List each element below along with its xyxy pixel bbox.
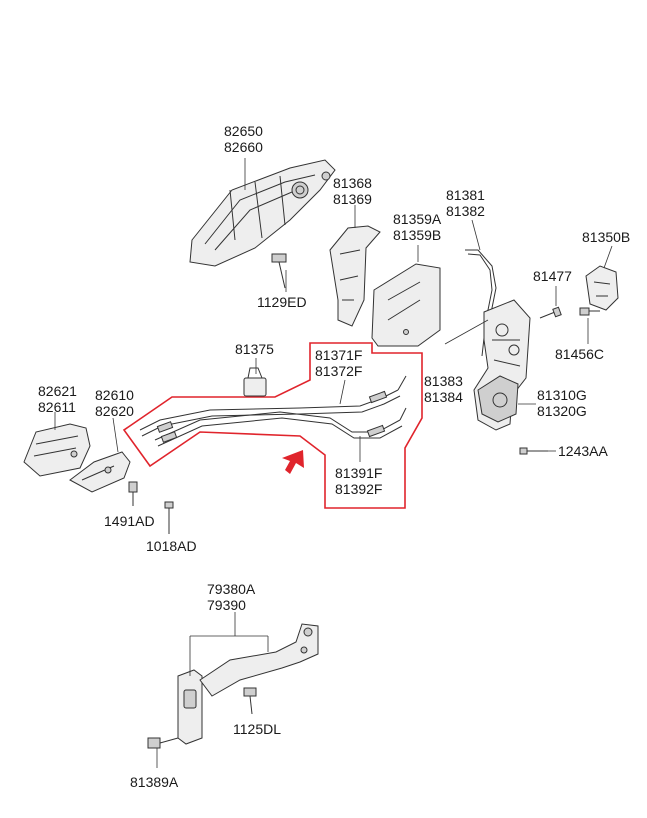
- label-1018ad: 1018AD: [146, 538, 197, 554]
- inside-door-handle: [69, 451, 131, 493]
- cable-clip: [243, 367, 267, 397]
- label-1125dl: 1125DL: [233, 721, 281, 737]
- label-81477: 81477: [533, 268, 572, 284]
- striker-bracket: [585, 265, 619, 311]
- bolt-81389a-icon: [147, 737, 179, 749]
- label-81456c: 81456C: [555, 346, 604, 362]
- label-81389a: 81389A: [130, 774, 179, 790]
- cable-group-highlight: [122, 342, 423, 509]
- screw-81477-icon: [539, 306, 562, 319]
- handle-bracket: [329, 225, 381, 327]
- label-1243aa: 1243AA: [558, 443, 608, 459]
- outside-door-handle: [189, 159, 336, 267]
- label-1491ad: 1491AD: [104, 513, 155, 529]
- label-1129ed: 1129ED: [257, 294, 307, 310]
- door-cables: [139, 375, 407, 447]
- screw-81456c-icon: [579, 307, 600, 316]
- bolt-1125dl-icon: [243, 687, 257, 715]
- direction-arrow-icon: [282, 450, 304, 474]
- actuator-cover: [371, 263, 441, 347]
- label-81350b: 81350B: [582, 229, 630, 245]
- screw-1243aa-icon: [519, 447, 548, 455]
- screw-1491ad-icon: [128, 481, 138, 506]
- bolt-1129ed-icon: [271, 253, 287, 289]
- door-checker-assembly: [177, 623, 319, 745]
- inside-handle-cover: [23, 423, 91, 477]
- screw-1018ad-icon: [164, 501, 174, 534]
- label-81375: 81375: [235, 341, 274, 357]
- door-latch-assembly: [473, 299, 531, 431]
